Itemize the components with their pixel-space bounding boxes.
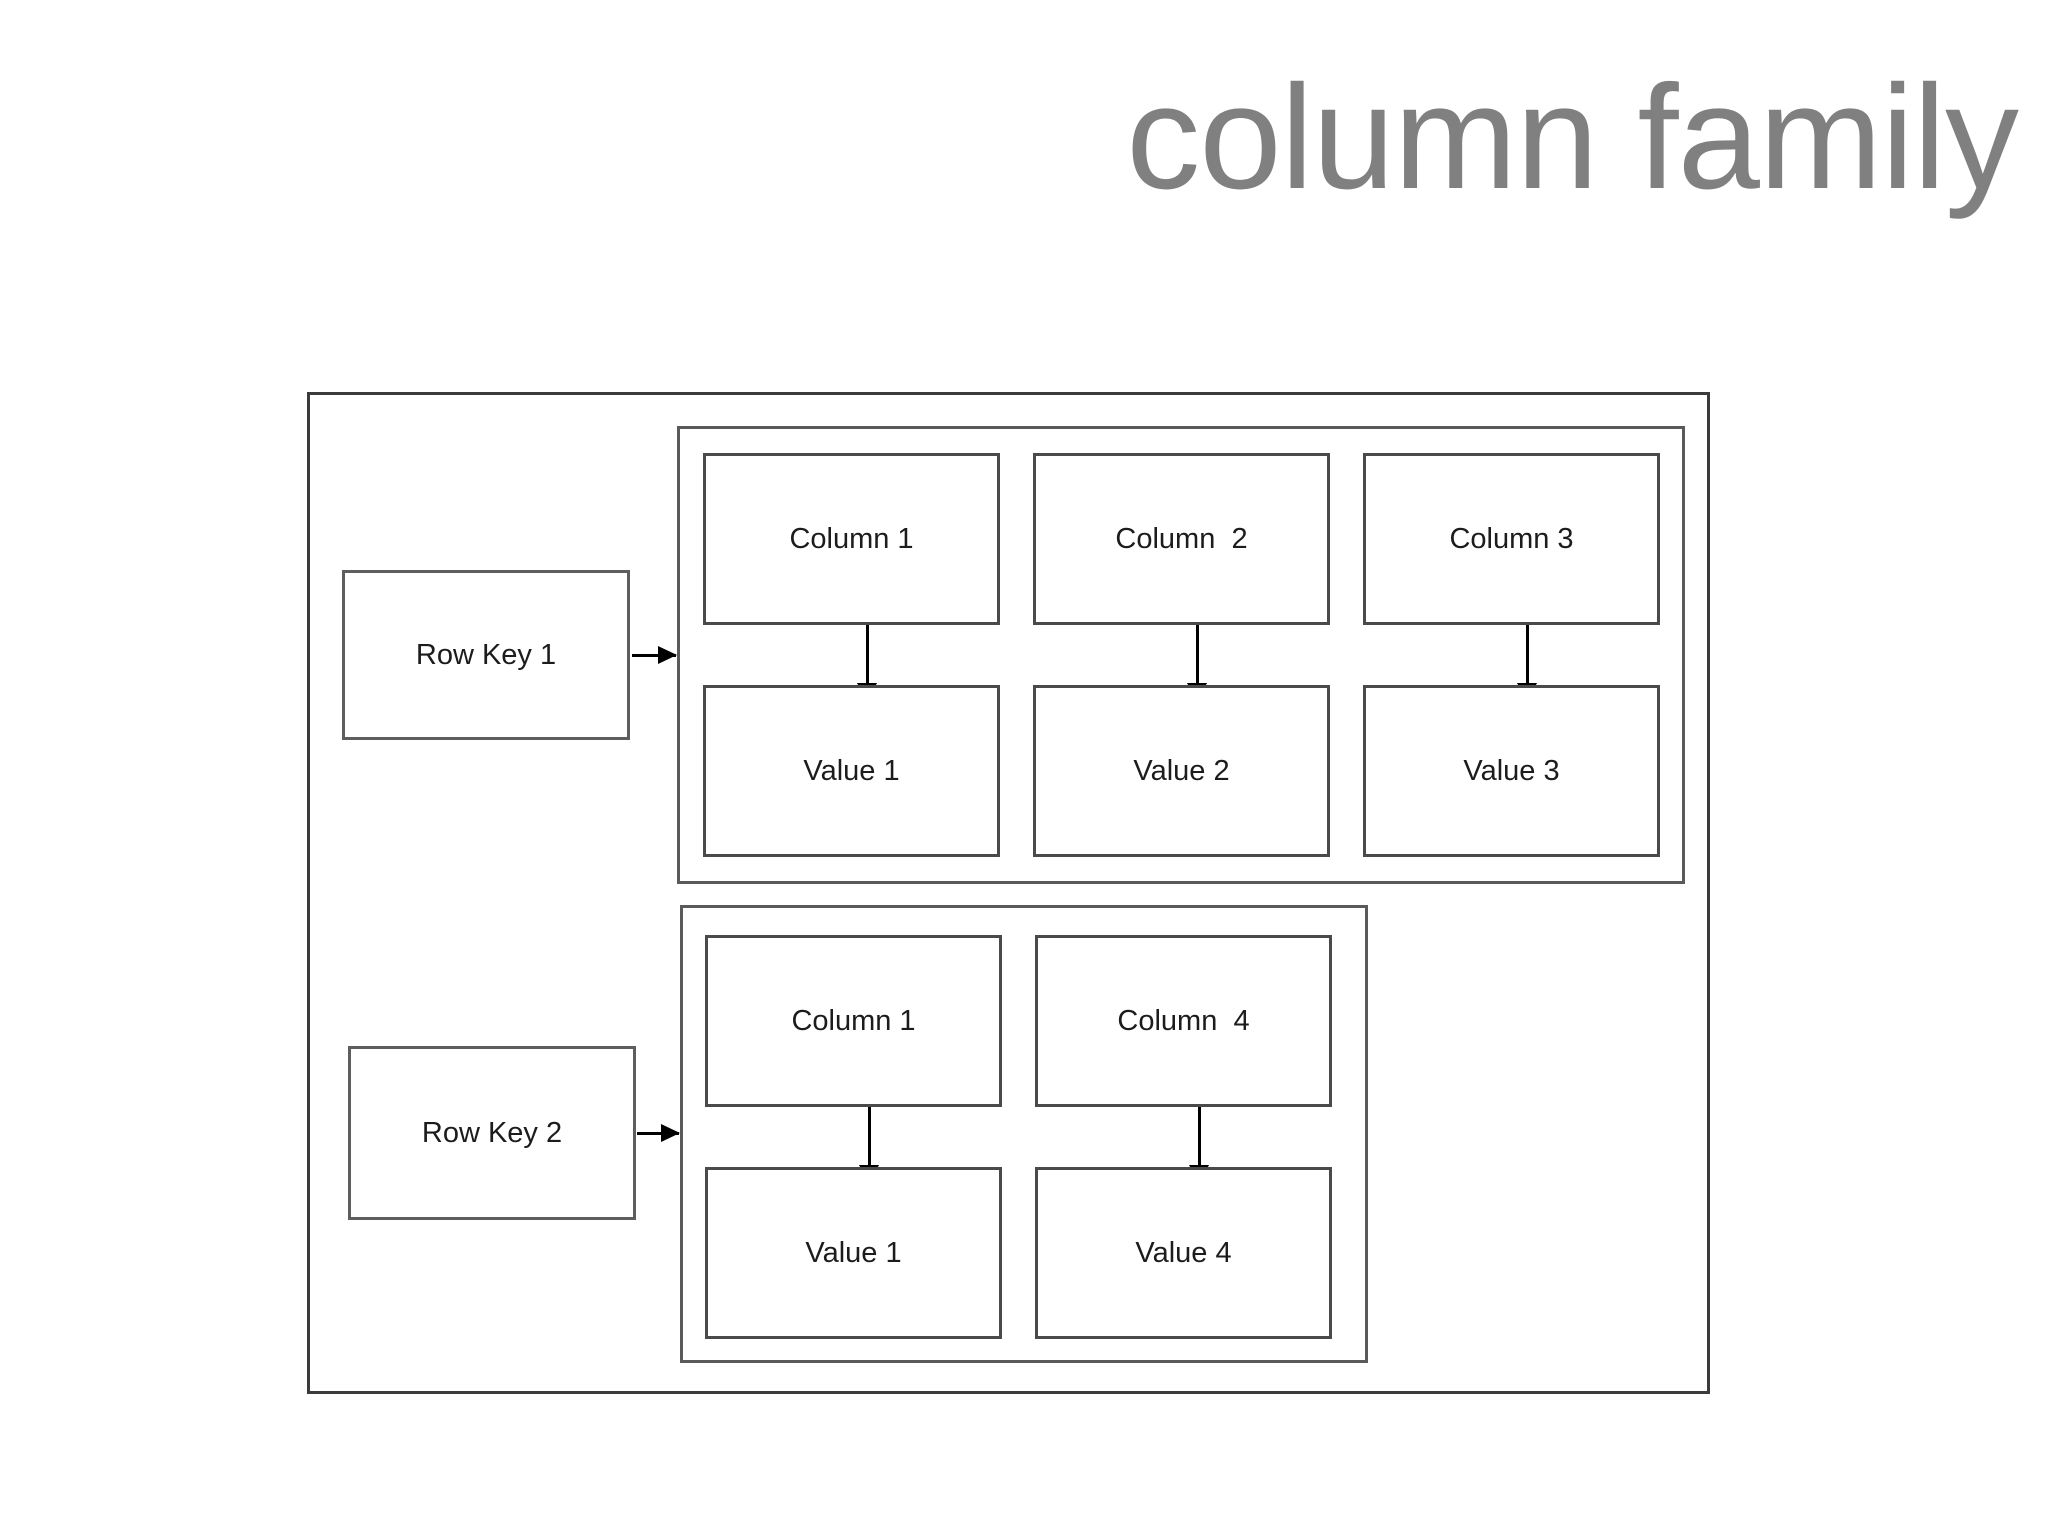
row-key-label-1: Row Key 1: [415, 638, 557, 671]
column-box-r1c1[interactable]: Column 1: [703, 453, 1000, 625]
column-label-r2c2: Column 4: [1117, 1004, 1250, 1037]
column-to-value-arrow-r2c1: [859, 1107, 879, 1184]
value-box-r2c1[interactable]: Value 1: [705, 1167, 1002, 1339]
page-title: column family: [1126, 55, 2019, 220]
value-label-r2c1: Value 1: [805, 1236, 902, 1269]
column-to-value-arrow-r1c3: [1517, 625, 1537, 702]
row-key-label-2: Row Key 2: [421, 1116, 563, 1149]
column-box-r1c3[interactable]: Column 3: [1363, 453, 1660, 625]
row-key-box-1[interactable]: Row Key 1: [342, 570, 630, 740]
row-key-to-column-family-arrow-2: [637, 1124, 680, 1142]
value-box-r1c2[interactable]: Value 2: [1033, 685, 1330, 857]
value-label-r2c2: Value 4: [1135, 1236, 1232, 1269]
column-label-r1c2: Column 2: [1115, 522, 1248, 555]
row-key-box-2[interactable]: Row Key 2: [348, 1046, 636, 1220]
column-label-r1c3: Column 3: [1449, 522, 1574, 555]
column-box-r2c1[interactable]: Column 1: [705, 935, 1002, 1107]
value-box-r1c3[interactable]: Value 3: [1363, 685, 1660, 857]
column-label-r2c1: Column 1: [791, 1004, 916, 1037]
value-label-r1c2: Value 2: [1133, 754, 1230, 787]
value-box-r2c2[interactable]: Value 4: [1035, 1167, 1332, 1339]
column-to-value-arrow-r1c1: [857, 625, 877, 702]
value-box-r1c1[interactable]: Value 1: [703, 685, 1000, 857]
value-label-r1c1: Value 1: [803, 754, 900, 787]
value-label-r1c3: Value 3: [1463, 754, 1560, 787]
column-box-r2c2[interactable]: Column 4: [1035, 935, 1332, 1107]
column-label-r1c1: Column 1: [789, 522, 914, 555]
column-to-value-arrow-r2c2: [1189, 1107, 1209, 1184]
row-key-to-column-family-arrow-1: [632, 646, 677, 664]
column-to-value-arrow-r1c2: [1187, 625, 1207, 702]
column-box-r1c2[interactable]: Column 2: [1033, 453, 1330, 625]
